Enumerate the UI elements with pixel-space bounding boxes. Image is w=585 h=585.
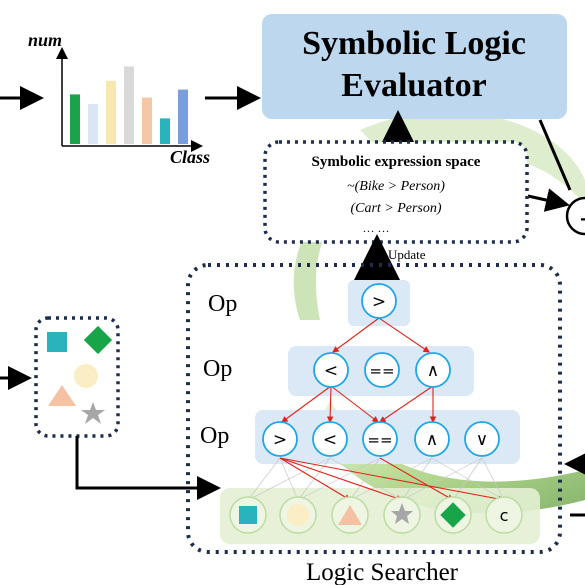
leaf-node-diamond xyxy=(434,496,472,534)
leaf-circle-icon xyxy=(287,504,309,526)
expression-ellipsis: … … xyxy=(363,221,390,235)
leaf-node-star xyxy=(383,496,421,534)
swoosh-bottom xyxy=(315,400,585,514)
op-node-low-2-label: < xyxy=(323,430,337,450)
op-node-mid-1: < xyxy=(313,352,349,388)
op-node-mid-1-label: < xyxy=(324,361,338,381)
leaf-triangle-icon xyxy=(338,505,362,525)
circle-icon xyxy=(74,364,98,388)
evaluator-title-line1: Symbolic Logic xyxy=(302,25,526,62)
expression-1: ~(Bike > Person) xyxy=(347,179,445,194)
evaluator-box xyxy=(262,14,567,119)
leaf-star-icon xyxy=(391,503,413,524)
shapes-to-searcher-arrow xyxy=(75,436,221,500)
op-label-mid: Op xyxy=(203,356,232,382)
op-node-low-5-label: ∨ xyxy=(476,430,488,450)
op-node-low-4-label: ∧ xyxy=(426,430,438,450)
op-node-mid-3: ∧ xyxy=(415,352,451,388)
expression-2: (Cart > Person) xyxy=(350,201,441,216)
plus-symbol: + xyxy=(578,202,585,235)
histogram-bar-1 xyxy=(70,94,80,144)
histogram-bar-6 xyxy=(160,118,170,144)
histogram-y-label: num xyxy=(28,30,62,50)
histogram-bar-5 xyxy=(142,97,152,144)
op-node-low-5: ∨ xyxy=(464,421,500,457)
evaluator-to-plus-line xyxy=(538,119,572,191)
leaf-node-circle xyxy=(279,496,317,534)
op-node-low-1: > xyxy=(262,421,298,457)
op-node-mid-2-label: == xyxy=(369,362,394,380)
leaf-node-c: c xyxy=(485,496,523,534)
leaf-connections xyxy=(247,457,505,501)
histogram-bar-2 xyxy=(88,104,98,144)
op-label-low: Op xyxy=(200,423,229,449)
square-icon xyxy=(47,332,67,352)
expression-to-plus-arrow xyxy=(527,188,570,212)
swoosh-left xyxy=(293,180,360,320)
leaf-diamond-icon xyxy=(440,502,466,528)
histogram xyxy=(56,47,203,152)
op-node-top-label: > xyxy=(372,292,386,312)
logic-searcher-box xyxy=(186,263,562,554)
op-node-low-2: < xyxy=(312,421,348,457)
expression-space-title: Symbolic expression space xyxy=(312,154,481,170)
update-label: Update xyxy=(388,247,426,262)
histogram-bar-4 xyxy=(124,66,134,144)
leaf-c-label: c xyxy=(500,506,509,525)
histogram-bar-3 xyxy=(106,80,116,144)
op-node-mid-2: == xyxy=(364,352,400,388)
op-node-top: > xyxy=(361,283,397,319)
logic-searcher-title: Logic Searcher xyxy=(306,559,459,585)
op-label-top: Op xyxy=(208,291,237,317)
histogram-bar-7 xyxy=(178,89,188,144)
op-node-low-1-label: > xyxy=(273,430,287,450)
op-node-mid-3-label: ∧ xyxy=(427,361,439,381)
plus-circle-icon xyxy=(565,196,585,236)
triangle-icon xyxy=(48,385,76,406)
histogram-x-label: Class xyxy=(170,147,210,167)
op-node-low-3: == xyxy=(362,421,398,457)
search-edges xyxy=(279,317,506,503)
op-node-low-4: ∧ xyxy=(414,421,450,457)
leaf-square-icon xyxy=(239,506,257,524)
star-icon xyxy=(81,402,105,424)
leaf-node-triangle xyxy=(331,496,369,534)
op-node-low-3-label: == xyxy=(367,431,392,449)
leaf-node-square xyxy=(229,496,267,534)
evaluator-title-line2: Evaluator xyxy=(341,67,486,104)
